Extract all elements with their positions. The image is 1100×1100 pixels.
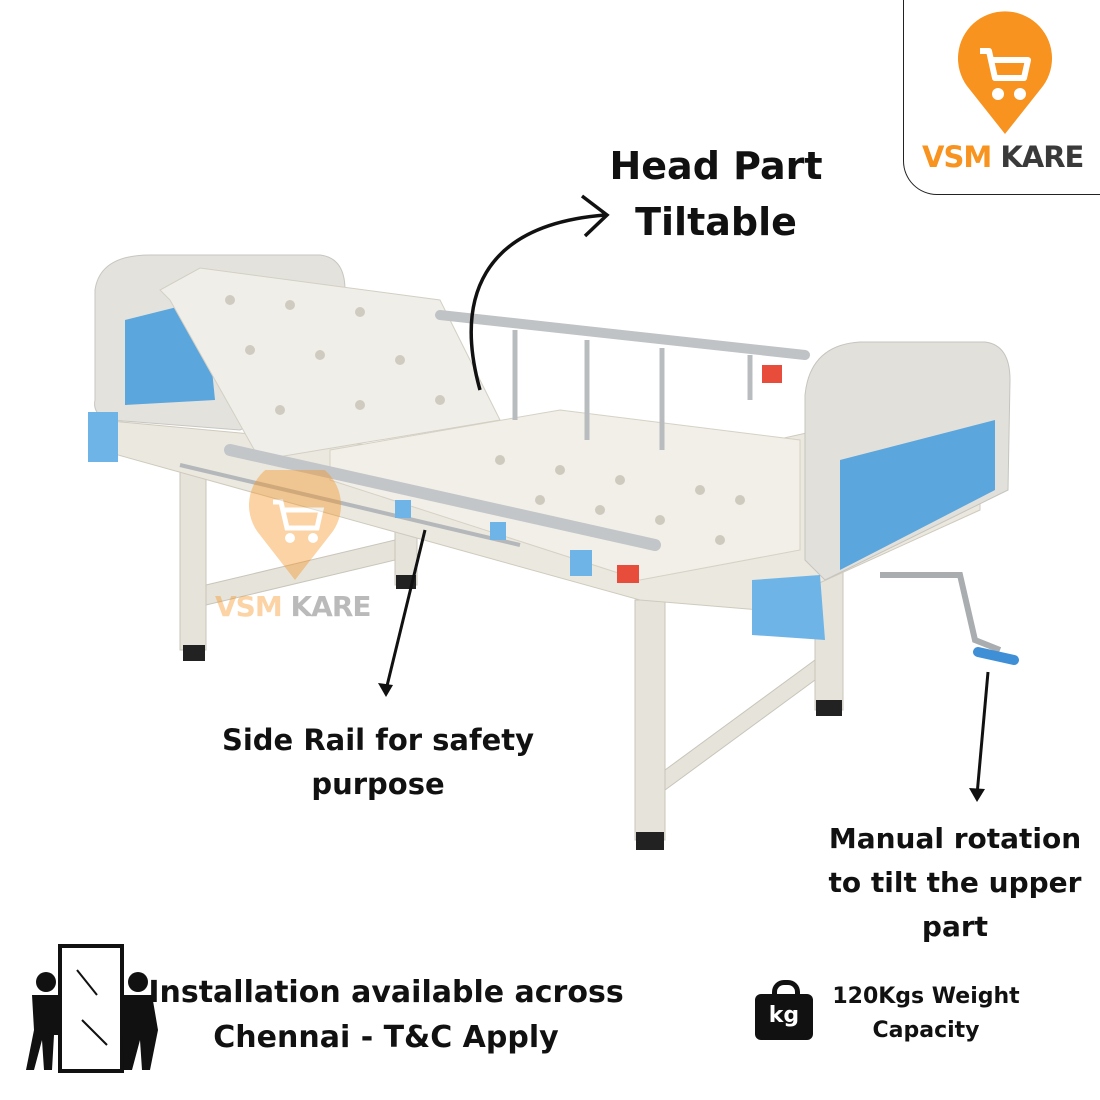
feature-installation-line2: Chennai - T&C Apply bbox=[213, 1020, 559, 1055]
movers-carrying-glass-icon bbox=[26, 944, 158, 1073]
bed-leg bbox=[634, 599, 666, 841]
callout-head-part-line1: Head Part bbox=[609, 144, 823, 188]
brand-name-vsm: VSM bbox=[922, 140, 992, 174]
kg-weight-icon: kg bbox=[755, 980, 813, 1040]
brand-name-kare: KARE bbox=[1000, 140, 1084, 174]
feature-weight: 120Kgs Weight Capacity bbox=[832, 980, 1019, 1048]
watermark-logo: VSM KARE bbox=[215, 470, 385, 630]
callout-manual-rotation-line3: part bbox=[921, 910, 989, 943]
callout-manual-rotation-line2: to tilt the upper bbox=[828, 866, 1082, 899]
callout-side-rail: Side Rail for safety purpose bbox=[222, 718, 534, 806]
feature-installation-line1: Installation available across bbox=[148, 975, 624, 1010]
feature-installation: Installation available across Chennai - … bbox=[148, 970, 623, 1060]
watermark-text-vsm: VSM bbox=[215, 590, 283, 623]
callout-head-part: Head Part Tiltable bbox=[609, 144, 822, 245]
watermark-text-kare: KARE bbox=[290, 590, 371, 623]
cart-pin-icon bbox=[958, 11, 1052, 134]
kg-icon-label: kg bbox=[755, 994, 813, 1040]
callout-side-rail-line1: Side Rail for safety bbox=[221, 723, 535, 757]
callout-head-part-line2: Tiltable bbox=[635, 199, 797, 244]
cart-pin-icon bbox=[249, 470, 341, 580]
callout-manual-rotation-line1: Manual rotation bbox=[828, 822, 1082, 855]
feature-weight-line1: 120Kgs Weight bbox=[832, 984, 1020, 1009]
callout-manual-rotation: Manual rotation to tilt the upper part bbox=[829, 817, 1082, 949]
feature-weight-line2: Capacity bbox=[872, 1018, 980, 1043]
brand-logo: VSM KARE bbox=[903, 0, 1100, 195]
bed-leg bbox=[179, 469, 207, 651]
callout-side-rail-line2: purpose bbox=[311, 767, 445, 801]
